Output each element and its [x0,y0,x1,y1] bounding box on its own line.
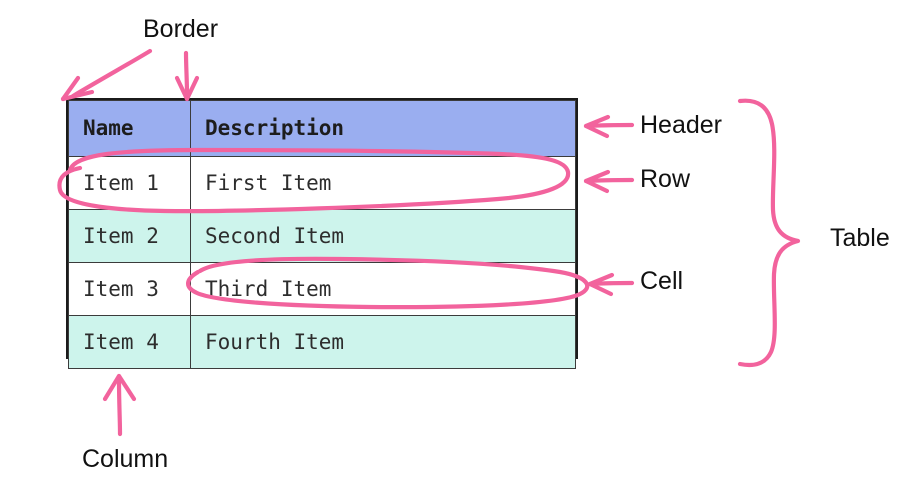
cell-name: Item 1 [68,156,191,210]
cell-name: Item 3 [68,262,191,316]
cell-name: Item 4 [68,315,191,369]
table-row: Item 1 First Item [68,156,576,210]
border-arrow-down-icon [174,50,200,102]
border-arrow-left-icon [60,48,153,102]
annotation-label-border: Border [143,15,219,43]
table-row: Item 3 Third Item [68,262,576,316]
header-row: Name Description [68,100,576,157]
annotation-label-row: Row [640,165,691,193]
table-row: Item 4 Fourth Item [68,315,576,369]
header-cell-name: Name [68,100,191,157]
row-arrow-icon [583,169,635,194]
column-arrow-icon [102,373,137,437]
annotation-label-table: Table [830,224,890,252]
cell-description: First Item [190,156,576,210]
cell-description: Third Item [190,262,576,316]
table-row: Item 2 Second Item [68,209,576,263]
demo-table: Name Description Item 1 First Item Item … [68,100,576,369]
annotation-label-cell: Cell [640,267,684,295]
table-brace-icon [737,98,801,368]
table-container: Name Description Item 1 First Item Item … [66,98,578,369]
annotation-label-column: Column [82,445,169,473]
header-arrow-icon [583,114,635,139]
header-cell-description: Description [190,100,576,157]
cell-name: Item 2 [68,209,191,263]
cell-arrow-icon [587,272,635,297]
annotation-label-header: Header [640,111,722,139]
table-header: Name Description [68,100,576,157]
table-body: Item 1 First Item Item 2 Second Item Ite… [68,156,576,369]
cell-description: Second Item [190,209,576,263]
cell-description: Fourth Item [190,315,576,369]
